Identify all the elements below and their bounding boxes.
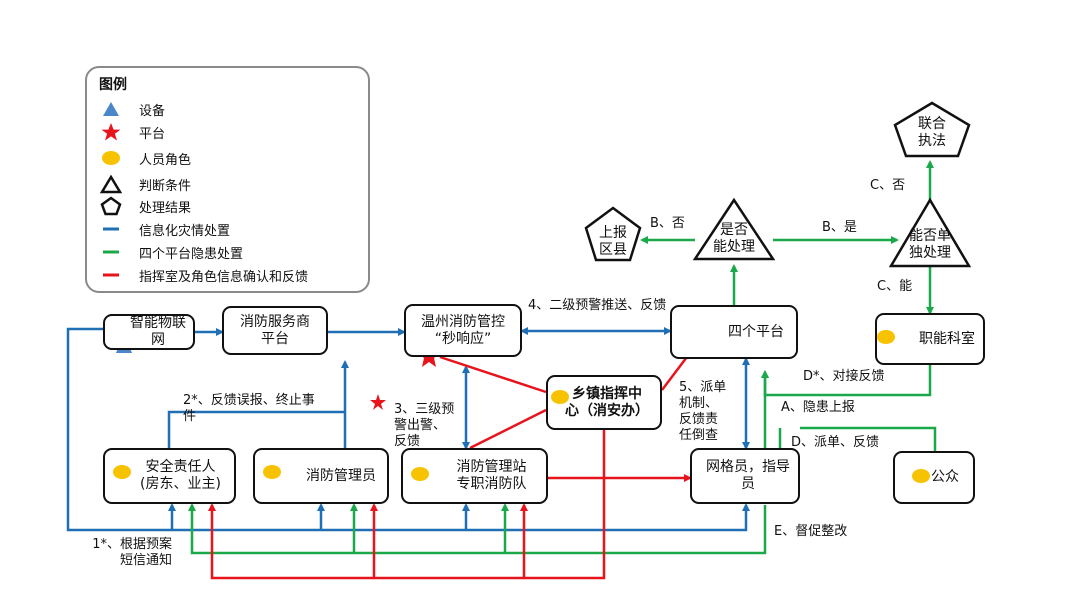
legend-label: 指挥室及角色信息确认和反馈: [139, 270, 309, 285]
edge-label-b-yes: B、是: [822, 220, 857, 235]
decision-is-handle-label: 是否 能处理: [713, 222, 755, 255]
edge-feedback-false: [167, 410, 345, 448]
legend-label: 人员角色: [139, 153, 192, 168]
legend-label: 设备: [139, 104, 166, 119]
legend-row: 指挥室及角色信息确认和反馈: [99, 265, 359, 285]
node-service-platform: 消防服务商 平台: [222, 306, 328, 355]
edge-label-b-no: B、否: [650, 216, 685, 231]
result-joint-law-label: 联合 执法: [918, 116, 946, 149]
node-fire-admin-label: 消防管理员: [306, 467, 376, 484]
node-grid-staff: 网格员，指导 员: [690, 448, 800, 504]
node-four-platforms: 四个平台: [670, 305, 798, 359]
decision-can-alone-label: 能否单 独处理: [909, 228, 951, 261]
edge-label-dispatch-mech: 5、派单 机制、 反馈责 任倒查: [679, 380, 727, 443]
line-green-icon: [103, 250, 119, 254]
node-public: 公众: [893, 451, 975, 504]
edge-label-d-star: D*、对接反馈: [803, 369, 885, 384]
legend-label: 判断条件: [139, 179, 192, 194]
node-public-label: 公众: [931, 469, 959, 485]
node-functional-dept-label: 职能科室: [919, 330, 975, 347]
person-dot-icon: [113, 465, 131, 479]
person-dot-icon: [912, 469, 930, 483]
edge-label-c-no: C、否: [870, 178, 906, 193]
node-four-platforms-label: 四个平台: [728, 323, 784, 340]
edge-wenzhou-township: [439, 355, 547, 394]
edge-label-feedback-false: 2*、反馈误报、终止事 件: [183, 393, 315, 424]
circle-icon: [102, 151, 120, 165]
legend-row: 判断条件: [99, 174, 359, 194]
pentagon-outline-icon: [100, 196, 122, 216]
edge-label-sms-notify: 1*、根据预案 短信通知: [92, 537, 172, 568]
legend-row: 信息化灾情处置: [99, 219, 359, 239]
result-pentagon-report-county: [584, 206, 642, 262]
edge-label-c-yes: C、能: [877, 279, 913, 294]
result-report-county-label: 上报 区县: [599, 225, 627, 258]
edge-label-d-dispatch: D、派单、反馈: [791, 435, 880, 450]
node-functional-dept: 职能科室: [875, 313, 985, 365]
edge-township-owner: [208, 430, 606, 580]
legend-row: 处理结果: [99, 196, 359, 216]
star-icon: [101, 123, 121, 141]
legend-title: 图例: [99, 77, 127, 93]
edge-label-level3: 3、三级预 警出警、 反馈: [394, 402, 455, 449]
node-iot-label: 智能物联 网: [130, 315, 186, 348]
edge-sms-notify: [66, 327, 750, 532]
edge-label-level2: 4、二级预警推送、反馈: [528, 298, 667, 313]
line-blue-icon: [103, 227, 119, 231]
node-safety-owner-label: 安全责任人 (房东、业主): [140, 459, 221, 492]
legend-label: 处理结果: [139, 201, 192, 216]
legend: 图例 设备平台人员角色判断条件处理结果信息化灾情处置四个平台隐患处置指挥室及角色…: [85, 66, 370, 293]
legend-label: 四个平台隐患处置: [139, 247, 244, 262]
legend-label: 信息化灾情处置: [139, 224, 231, 239]
legend-row: 设备: [99, 99, 359, 119]
node-township-label: 乡镇指挥中 心（消安办）: [565, 385, 649, 419]
result-pentagon-joint-law: [893, 101, 971, 158]
triangle-outline-icon: [99, 174, 123, 194]
person-dot-icon: [263, 465, 281, 479]
edge-e-supervise: [188, 503, 767, 555]
legend-row: 平台: [99, 122, 359, 142]
person-dot-icon: [551, 390, 569, 404]
person-dot-icon: [411, 467, 429, 481]
node-wenzhou: 温州消防管控 “秒响应”: [404, 304, 522, 357]
decision-triangle-is-handle: [692, 197, 776, 261]
edge-label-e-supervise: E、督促整改: [774, 524, 848, 539]
star-icon: [370, 394, 386, 410]
triangle-device-icon: [103, 102, 119, 116]
line-red-icon: [103, 273, 119, 277]
node-service-platform-label: 消防服务商 平台: [240, 313, 310, 347]
edge-public: [800, 426, 937, 451]
edge-label-a-report: A、隐患上报: [781, 400, 855, 415]
decision-triangle-can-alone: [888, 197, 972, 268]
legend-label: 平台: [139, 127, 166, 142]
legend-row: 人员角色: [99, 148, 359, 168]
node-iot: 智能物联 网: [103, 314, 195, 350]
person-dot-icon: [877, 330, 895, 344]
legend-row: 四个平台隐患处置: [99, 242, 359, 262]
edge-station-township: [469, 408, 547, 450]
node-wenzhou-label: 温州消防管控 “秒响应”: [421, 313, 505, 347]
node-grid-staff-label: 网格员，指导 员: [706, 459, 790, 492]
node-fire-station-label: 消防管理站 专职消防队: [456, 459, 527, 492]
